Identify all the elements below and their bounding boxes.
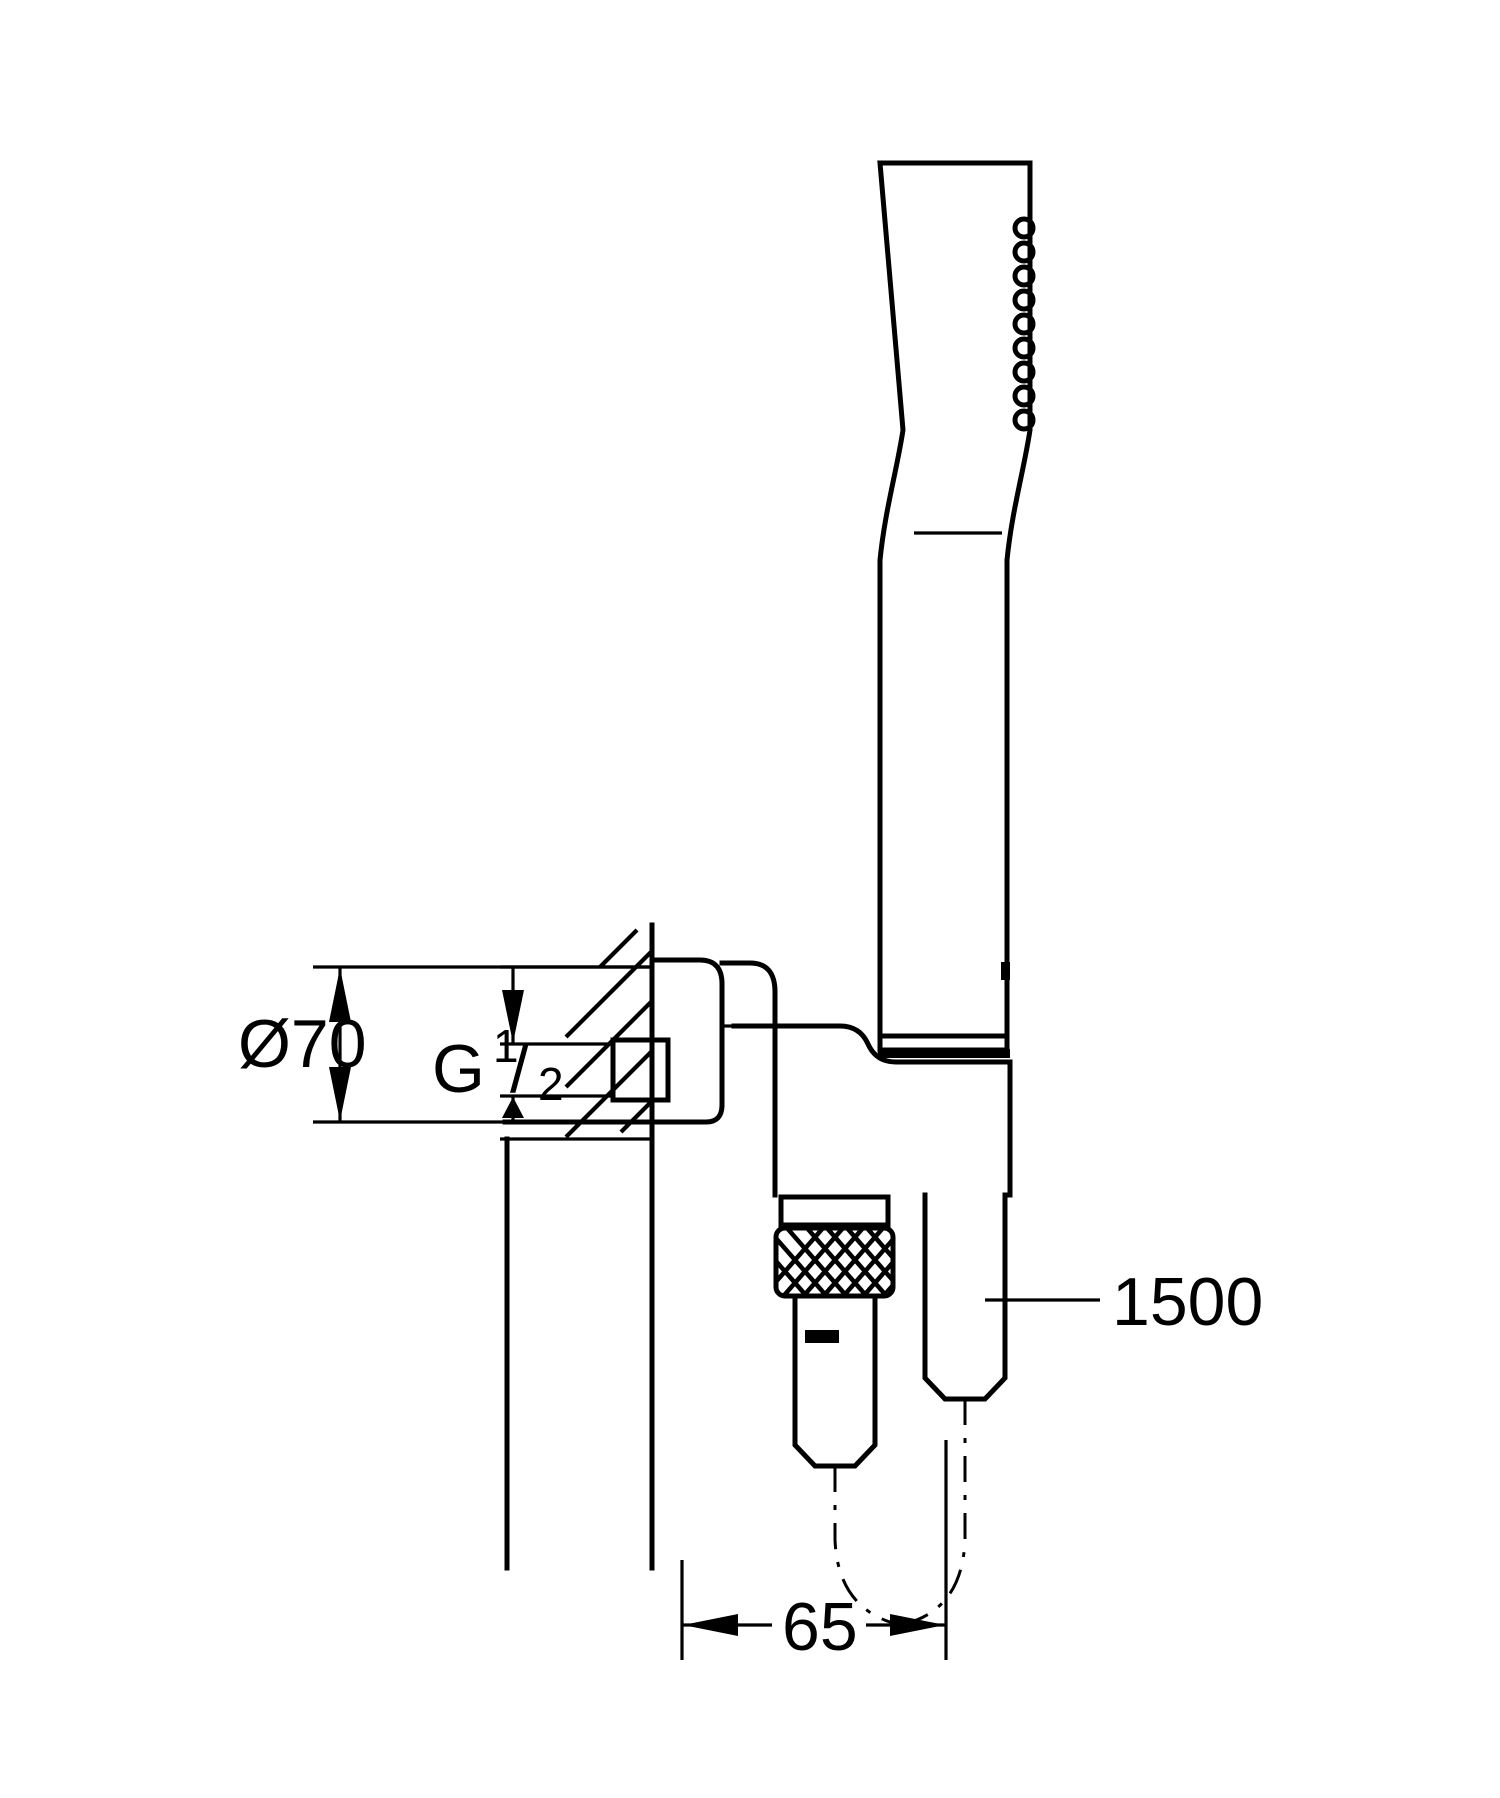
handset-side-marker-icon (1001, 962, 1010, 980)
diameter-dimension-label: Ø70 (238, 1006, 367, 1082)
thread-arrow-down-icon (502, 990, 524, 1043)
thread-label-separator: / (510, 1031, 529, 1107)
inlet-thread-block (610, 1037, 671, 1103)
projection-arrow-left-icon (683, 1614, 738, 1636)
thread-label-g: G (432, 1031, 485, 1107)
wall-hatch-pattern (564, 928, 653, 1139)
projection-dimension-label: 65 (782, 1589, 858, 1665)
hand-shower-handset (877, 160, 1036, 1058)
knurl-cross-hatch-pattern (778, 1230, 891, 1294)
hose-centerline-right (899, 1399, 967, 1627)
wall-plate (649, 957, 725, 1125)
thread-arrow-up-icon (502, 1097, 524, 1118)
holder-arm-lower-contour (731, 1023, 1013, 1065)
projection-arrow-right-icon (890, 1614, 945, 1636)
dimension-hose-1500: 1500 (985, 1264, 1263, 1340)
hose-connector-outline (792, 1293, 878, 1469)
knurled-nut-collar (778, 1194, 891, 1228)
hose-right-leg-outline (922, 1192, 1008, 1402)
knurled-nut-body (773, 1225, 896, 1299)
holder-arm-upper-contour (719, 960, 778, 1198)
wall-section (500, 922, 655, 1571)
dimension-thread-g-half: G 1 / 2 (432, 967, 564, 1122)
inlet-connection-block (500, 1037, 671, 1103)
knurled-nut (773, 1194, 896, 1299)
dimension-diameter-70: Ø70 (238, 965, 652, 1124)
hose-centerline-left (833, 1466, 901, 1627)
handset-collar-band (878, 1049, 1010, 1058)
spray-outlet-holes (1012, 216, 1036, 432)
hose-right-leg (899, 1192, 1008, 1627)
dimension-projection-65: 65 (680, 1440, 948, 1665)
thread-label-numerator: 1 (493, 1020, 519, 1072)
hose-connector-marker-icon (805, 1330, 839, 1343)
thread-label-denominator: 2 (538, 1058, 564, 1110)
handset-body-outline (877, 160, 1033, 1053)
hose-length-label: 1500 (1112, 1264, 1263, 1340)
hose-connector (792, 1293, 901, 1627)
holder-arm (719, 960, 1013, 1198)
diameter-arrow-down-icon (329, 1067, 351, 1121)
diameter-arrow-up-icon (329, 968, 351, 1022)
